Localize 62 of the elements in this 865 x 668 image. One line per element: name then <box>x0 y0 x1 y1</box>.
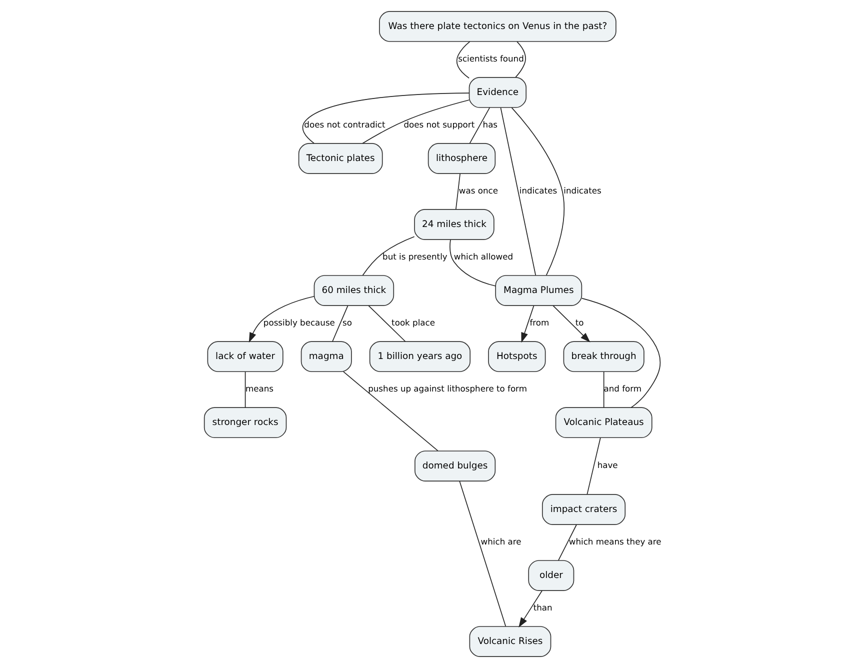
arrow <box>552 305 590 342</box>
edge-label: and form <box>604 384 642 394</box>
node-box: lack of water <box>207 341 284 372</box>
connector <box>456 41 470 79</box>
edge-label: means <box>245 384 274 394</box>
node-box: 1 billion years ago <box>369 341 471 372</box>
edge-label: does not contradict <box>304 120 386 130</box>
arrow <box>248 296 315 343</box>
connector <box>511 107 565 276</box>
edge-label: has <box>482 120 498 130</box>
connector <box>343 371 438 452</box>
edge-label: but is presently <box>382 252 448 262</box>
node-box: 24 miles thick <box>414 209 494 240</box>
edge-label: took place <box>392 318 435 328</box>
edge-label: indicates <box>564 186 602 196</box>
node-box: Magma Plumes <box>495 275 582 306</box>
arrow <box>518 590 542 628</box>
node-box: stronger rocks <box>204 407 287 438</box>
node-box: domed bulges <box>414 450 496 482</box>
edge-label: was once <box>458 186 498 196</box>
node-box: Evidence <box>468 77 527 108</box>
node-box: magma <box>300 341 352 372</box>
connector <box>362 236 415 276</box>
connector <box>469 107 490 144</box>
connector <box>368 305 406 342</box>
node-box: 60 miles thick <box>314 275 394 306</box>
node-box: Tectonic plates <box>298 143 383 174</box>
edge-label: scientists found <box>458 54 524 64</box>
edge-label: which allowed <box>454 252 514 262</box>
edge-label: to <box>575 318 584 328</box>
edge-label: have <box>597 460 618 470</box>
connector <box>459 480 506 627</box>
connector <box>500 107 536 276</box>
connector <box>450 239 496 286</box>
connector <box>302 92 470 144</box>
node-box: older <box>528 560 574 591</box>
edge-label: indicates <box>519 186 558 196</box>
connector <box>603 371 604 408</box>
arrow <box>521 305 534 343</box>
connector <box>455 173 460 210</box>
connector <box>558 524 577 561</box>
edge-label: from <box>530 318 550 328</box>
node-box: Was there plate tectonics on Venus in the past? <box>379 10 616 42</box>
connector <box>332 305 348 342</box>
node-box: lithosphere <box>428 143 496 174</box>
edge-label: which means they are <box>568 536 662 547</box>
edge-label: so <box>342 318 352 328</box>
connector <box>362 100 470 144</box>
connector <box>586 437 601 495</box>
edge-label: possibly because <box>263 318 335 328</box>
edge-label: does not support <box>404 120 475 130</box>
node-box: impact craters <box>542 494 626 525</box>
node-box: Hotspots <box>488 341 546 372</box>
connector <box>515 41 526 78</box>
edge-label: which are <box>480 536 522 547</box>
node-box: break through <box>563 341 644 372</box>
node-box: Volcanic Rises <box>469 626 552 658</box>
edge-label: pushes up against lithosphere to form <box>368 384 527 394</box>
node-box: Volcanic Plateaus <box>555 407 652 438</box>
connector <box>581 298 661 408</box>
connector <box>244 371 246 408</box>
edge-label: than <box>533 602 552 613</box>
